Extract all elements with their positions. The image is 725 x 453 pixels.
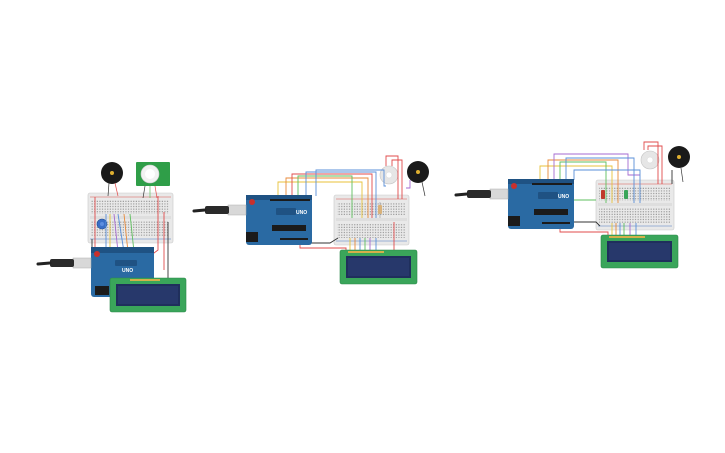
piezo-buzzer[interactable] xyxy=(101,162,123,197)
circuit-1[interactable]: UNO xyxy=(36,162,187,313)
usb-plug[interactable] xyxy=(192,204,247,216)
usb-plug[interactable] xyxy=(36,257,92,269)
servo-horn[interactable] xyxy=(640,150,660,170)
piezo-buzzer[interactable] xyxy=(407,161,429,197)
piezo-buzzer[interactable] xyxy=(668,146,690,183)
lcd-16x2[interactable] xyxy=(600,234,679,269)
breadboard[interactable] xyxy=(333,194,410,246)
resistor[interactable] xyxy=(378,202,382,218)
resistor[interactable] xyxy=(601,190,628,199)
circuit-2[interactable]: UNO xyxy=(192,155,429,285)
arduino-uno[interactable]: UNO xyxy=(508,179,574,229)
breadboard[interactable] xyxy=(595,179,675,231)
potentiometer[interactable] xyxy=(96,218,108,230)
board-logo: UNO xyxy=(122,268,133,274)
servo-horn[interactable] xyxy=(379,165,399,185)
board-logo: UNO xyxy=(296,210,307,216)
lcd-16x2[interactable] xyxy=(109,277,187,313)
usb-plug[interactable] xyxy=(454,188,509,200)
circuit-3[interactable]: UNO xyxy=(454,141,690,269)
lcd-pins xyxy=(130,279,160,281)
pir-sensor[interactable] xyxy=(136,162,170,199)
arduino-uno[interactable]: UNO xyxy=(246,195,312,245)
lcd-16x2[interactable] xyxy=(339,249,418,285)
board-logo: UNO xyxy=(558,194,569,200)
breadboard-holes xyxy=(91,200,169,236)
wires xyxy=(539,141,673,240)
